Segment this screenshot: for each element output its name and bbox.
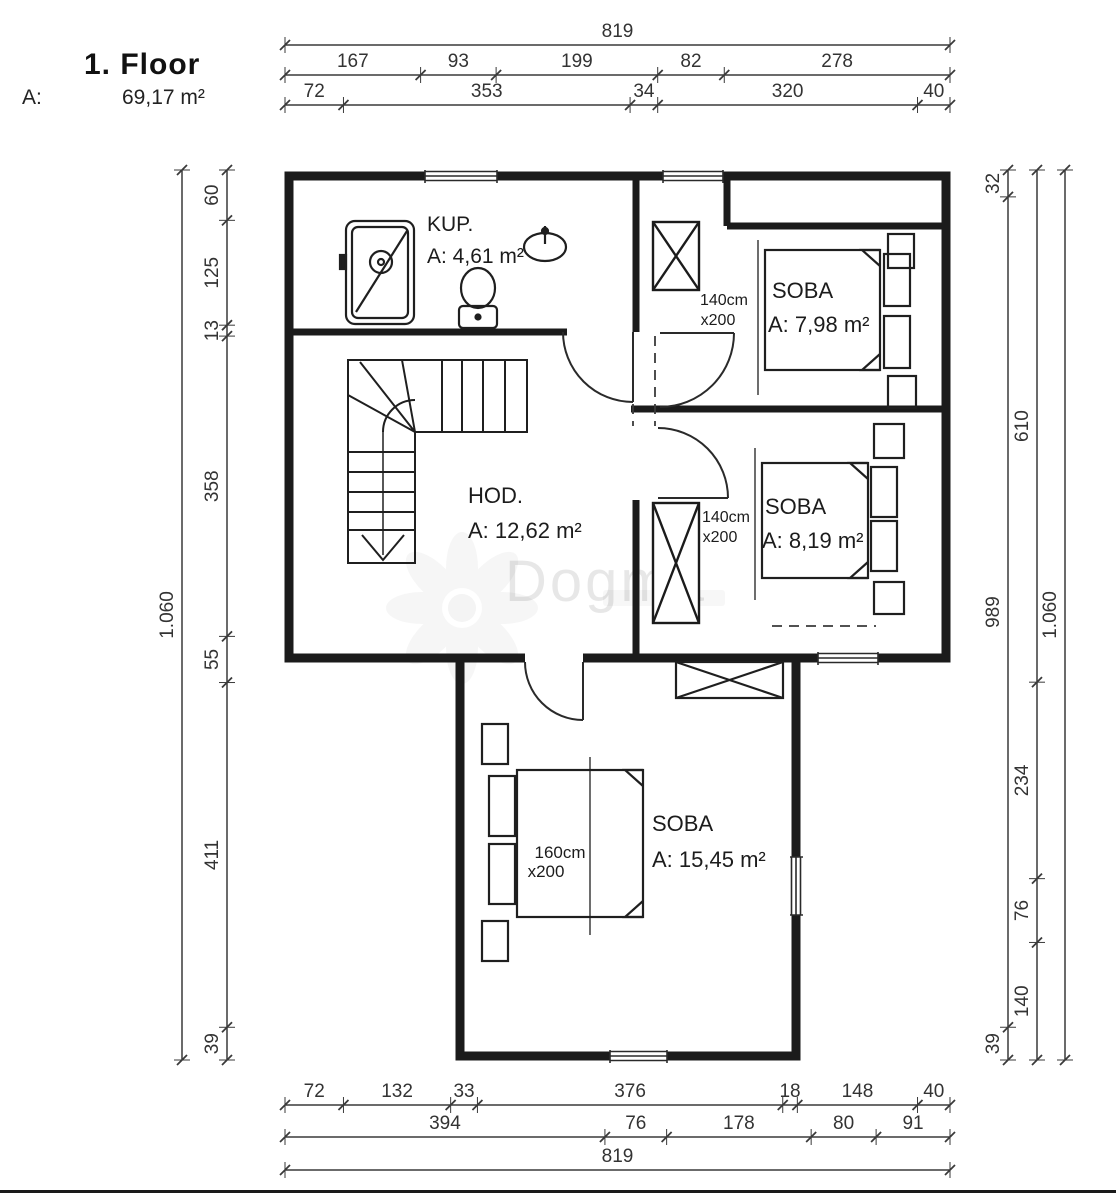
soba-top-bed-length: x200 [701, 312, 736, 329]
dim-label: 989 [983, 596, 1004, 628]
soba-top-area: A: 7,98 m² [768, 312, 869, 337]
staircase [347, 359, 528, 564]
total-area-label: A: [22, 86, 42, 109]
door-bathroom [562, 331, 634, 403]
dim-label: 39 [983, 1033, 1004, 1054]
dim-label: 40 [923, 81, 944, 102]
dim-label: 55 [202, 649, 223, 670]
dim-label: 82 [680, 51, 701, 72]
dim-label: 80 [833, 1113, 854, 1134]
dim-label: 411 [202, 840, 223, 870]
dim-label: 72 [304, 81, 325, 102]
soba-bottom-name: SOBA [652, 811, 713, 836]
window-top-left [424, 170, 498, 183]
furniture [480, 232, 918, 963]
soba-middle-bed-width: 140cm [702, 509, 750, 526]
soba-bottom-bed-length: x200 [528, 862, 565, 881]
soba-middle-area: A: 8,19 m² [762, 528, 863, 553]
wardrobe [674, 660, 785, 700]
hod-area: A: 12,62 m² [468, 518, 582, 543]
dim-label: 72 [304, 1081, 325, 1102]
shafts [651, 220, 701, 625]
dim-label: 93 [448, 51, 469, 72]
dim-label: 167 [337, 51, 369, 72]
soba-top-name: SOBA [772, 278, 833, 303]
interior-walls [293, 176, 946, 658]
dim-label: 199 [561, 51, 593, 72]
dim-label: 76 [1012, 900, 1033, 921]
kup-name: KUP. [427, 213, 473, 236]
stair-direction-arrow [361, 534, 405, 562]
door-soba-top [659, 332, 735, 408]
dashed-openings [632, 336, 876, 627]
soba-bottom-area: A: 15,45 m² [652, 847, 766, 872]
dim-label: 132 [381, 1081, 413, 1102]
dim-label: 353 [471, 81, 503, 102]
page-title: 1. Floor [84, 48, 201, 81]
dim-label: 358 [202, 470, 223, 502]
dim-label: 40 [923, 1081, 944, 1102]
door-soba-middle [657, 427, 729, 499]
dimension-chains: 819 167 93 199 82 278 72 353 34 320 40 72 132 33 376 18… [157, 21, 1073, 1178]
dim-label: 148 [842, 1081, 874, 1102]
dim-label: 33 [453, 1081, 474, 1102]
toilet [457, 266, 499, 330]
dim-label: 178 [723, 1113, 755, 1134]
shaft-top [651, 220, 701, 292]
soba-top-bed-width: 140cm [700, 292, 748, 309]
window-top-right [662, 170, 724, 183]
shower [338, 219, 416, 326]
soba-bottom-bed-width: 160cm [534, 843, 585, 862]
page-bottom-rule [0, 1190, 1116, 1193]
dim-label: 140 [1012, 985, 1033, 1017]
dim-label: 13 [202, 320, 223, 341]
dim-label: 320 [772, 81, 804, 102]
dim-label: 91 [902, 1113, 923, 1134]
dim-label: 819 [602, 1146, 634, 1167]
dim-label: 819 [602, 21, 634, 42]
dim-label: 610 [1012, 410, 1033, 442]
bathroom-fixtures [338, 219, 568, 330]
hod-name: HOD. [468, 483, 523, 508]
dim-label: 394 [429, 1113, 461, 1134]
shaft-bottom [651, 501, 701, 625]
bed-soba-middle [754, 422, 906, 616]
soba-middle-name: SOBA [765, 494, 826, 519]
door-soba-bottom [524, 661, 584, 721]
bed-soba-bottom [480, 722, 645, 963]
room-labels: KUP. A: 4,61 m² SOBA A: 7,98 m² 140cm x2… [427, 213, 869, 881]
soba-middle-bed-length: x200 [703, 529, 738, 546]
windows [424, 170, 879, 1063]
dim-label: 234 [1012, 764, 1033, 796]
doors [524, 331, 735, 721]
dim-label: 60 [202, 185, 223, 206]
sink [522, 226, 568, 263]
dim-label: 34 [633, 81, 655, 102]
dim-label: 376 [614, 1081, 646, 1102]
dim-label: 32 [983, 173, 1004, 194]
kup-area: A: 4,61 m² [427, 245, 524, 268]
window-bottom-room-right [790, 856, 803, 916]
dim-label: 39 [202, 1033, 223, 1054]
window-middle-room-bottom [817, 652, 879, 665]
window-bottom-room-bottom [609, 1050, 668, 1063]
dim-label: 125 [202, 257, 223, 289]
dim-label: 18 [779, 1081, 800, 1102]
dim-label: 1.060 [157, 591, 178, 639]
dim-label: 76 [625, 1113, 646, 1134]
dim-label: 278 [821, 51, 853, 72]
bed-soba-top [757, 232, 918, 410]
exterior-walls [284, 171, 951, 1061]
dim-label: 1.060 [1040, 591, 1061, 639]
total-area-value: 69,17 m² [122, 86, 205, 109]
